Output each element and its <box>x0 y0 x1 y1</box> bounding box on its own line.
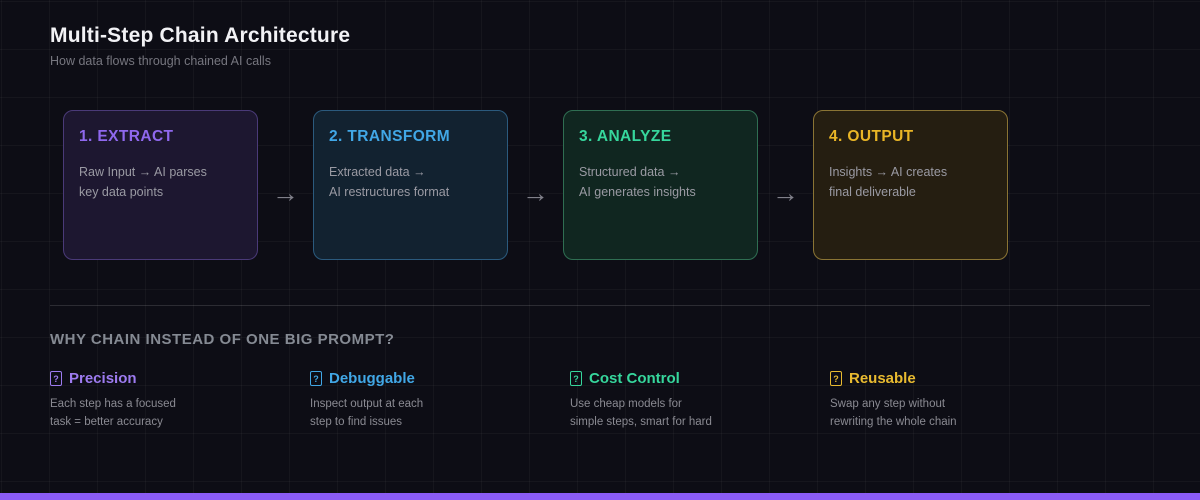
step-title: 2. TRANSFORM <box>329 128 451 145</box>
benefits-heading: WHY CHAIN INSTEAD OF ONE BIG PROMPT? <box>50 331 395 348</box>
missing-glyph-icon: ? <box>310 371 322 386</box>
step-title: 1. EXTRACT <box>79 128 174 145</box>
step-description: Extracted data →AI restructures format <box>329 165 450 199</box>
step-title: 4. OUTPUT <box>829 128 914 145</box>
benefit-label: ? Reusable <box>830 370 1090 387</box>
benefit-label-text: Precision <box>69 370 137 387</box>
missing-glyph-icon: ? <box>50 371 62 386</box>
right-arrow-icon: → <box>772 177 799 208</box>
right-arrow-icon: → <box>272 177 299 208</box>
benefit-label-text: Cost Control <box>589 370 680 387</box>
page-title: Multi-Step Chain Architecture <box>50 24 351 47</box>
right-arrow-icon: → <box>522 177 549 208</box>
benefit-label: ? Cost Control <box>570 370 830 387</box>
benefit-label: ? Debuggable <box>310 370 570 387</box>
step-card-transform: 2. TRANSFORM Extracted data →AI restruct… <box>313 110 508 260</box>
step-title: 3. ANALYZE <box>579 128 672 145</box>
step-description: Structured data →AI generates insights <box>579 165 696 199</box>
missing-glyph-icon: ? <box>830 371 842 386</box>
benefit-label: ? Precision <box>50 370 310 387</box>
accent-bottom-bar <box>0 493 1200 500</box>
missing-glyph-icon: ? <box>570 371 582 386</box>
benefit-label-text: Debuggable <box>329 370 415 387</box>
arrow-box: → <box>508 110 563 260</box>
header: Multi-Step Chain Architecture How data f… <box>50 24 350 68</box>
arrow-box: → <box>758 110 813 260</box>
section-divider <box>50 305 1150 306</box>
step-card-analyze: 3. ANALYZE Structured data →AI generates… <box>563 110 758 260</box>
arrow-box: → <box>258 110 313 260</box>
page-subtitle: How data flows through chained AI calls <box>50 54 271 68</box>
benefit-label-text: Reusable <box>849 370 916 387</box>
